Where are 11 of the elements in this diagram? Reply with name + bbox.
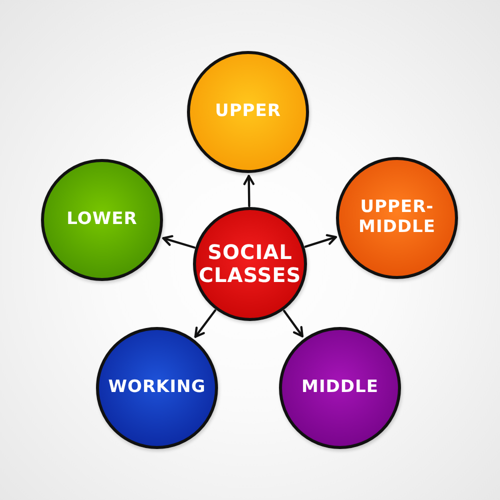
arrow [243, 174, 254, 208]
node-label: UPPER [215, 102, 281, 122]
arrow [162, 235, 196, 249]
arrow [304, 234, 337, 248]
arrow [283, 310, 304, 338]
node-label: WORKING [108, 378, 206, 398]
arrow [194, 309, 216, 338]
node-label: SOCIAL CLASSES [198, 241, 302, 287]
node-label: LOWER [66, 210, 138, 230]
node-label: MIDDLE [302, 378, 378, 398]
node-label: UPPER-MIDDLE [358, 198, 436, 238]
